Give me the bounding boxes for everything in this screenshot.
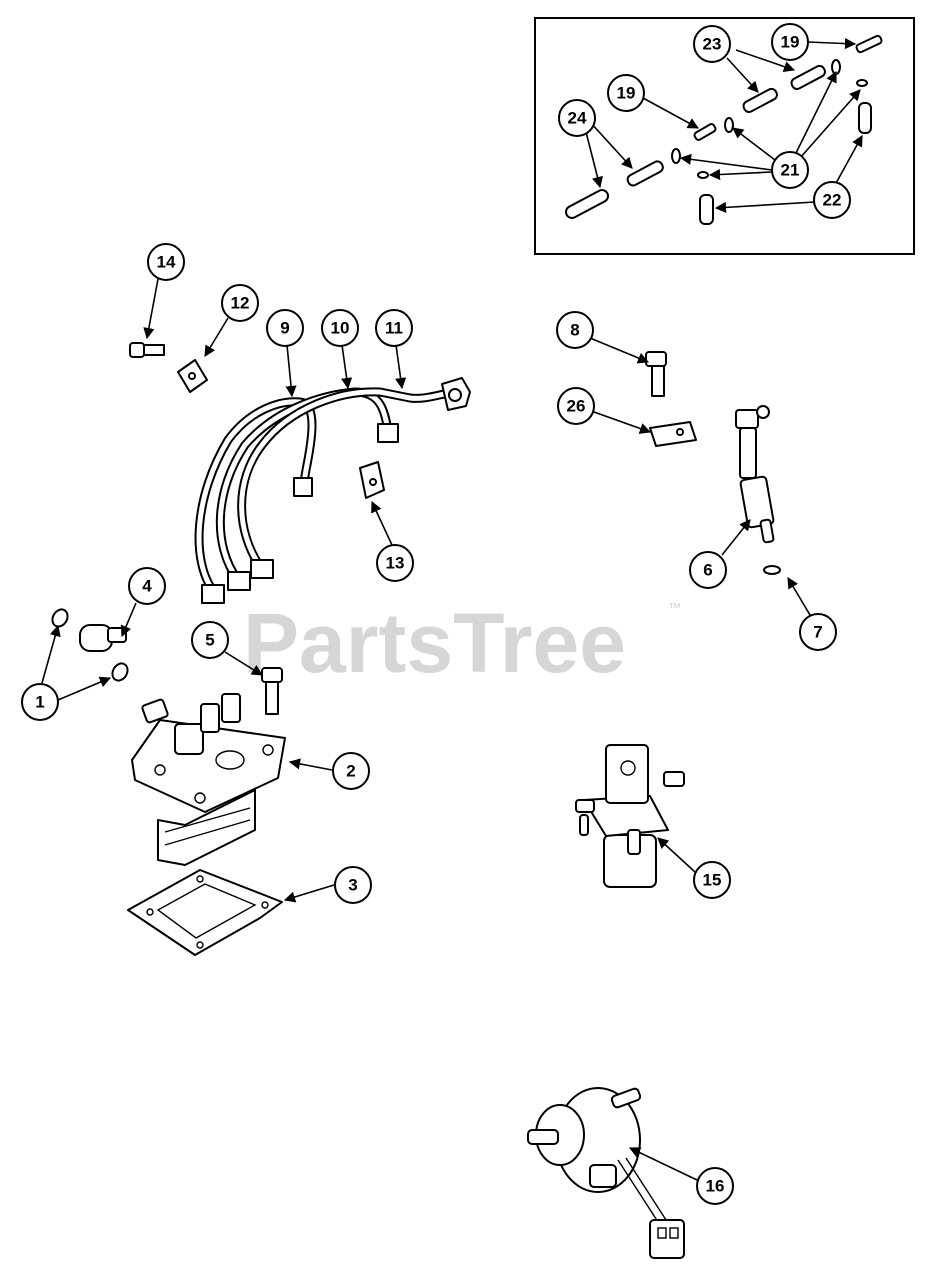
callout-6-label: 6 — [703, 561, 712, 580]
callout-2-label: 2 — [346, 762, 355, 781]
callout-1-label: 1 — [35, 693, 44, 712]
callout-12[interactable]: 12 — [221, 284, 259, 322]
callout-14[interactable]: 14 — [147, 243, 185, 281]
hose-24 — [564, 160, 664, 219]
washer-1 — [51, 608, 129, 682]
callout-12-label: 12 — [231, 294, 250, 313]
clamp-12 — [177, 359, 208, 393]
callout-16-label: 16 — [706, 1177, 725, 1196]
fitting-4 — [79, 624, 127, 652]
fitting-19 — [693, 34, 883, 141]
callout-21[interactable]: 21 — [771, 151, 809, 189]
inset-frame — [534, 17, 915, 255]
callout-6[interactable]: 6 — [689, 551, 727, 589]
callout-13-label: 13 — [386, 554, 405, 573]
washer-7 — [763, 565, 781, 575]
bolt-5 — [261, 667, 283, 715]
callout-15-label: 15 — [703, 871, 722, 890]
callout-8[interactable]: 8 — [556, 311, 594, 349]
callout-1[interactable]: 1 — [21, 683, 59, 721]
hose-22 — [699, 102, 872, 225]
callout-2[interactable]: 2 — [332, 752, 370, 790]
callout-10-label: 10 — [331, 319, 350, 338]
callout-11-label: 11 — [385, 319, 403, 338]
bolt-8 — [645, 351, 667, 397]
callout-7-label: 7 — [813, 623, 822, 642]
callout-7[interactable]: 7 — [799, 613, 837, 651]
callout-24-label: 24 — [568, 109, 587, 128]
callout-15[interactable]: 15 — [693, 861, 731, 899]
callout-19-mid-label: 19 — [617, 84, 636, 103]
callout-24[interactable]: 24 — [558, 99, 596, 137]
callout-23[interactable]: 23 — [693, 25, 731, 63]
callout-3[interactable]: 3 — [334, 866, 372, 904]
callout-22[interactable]: 22 — [813, 181, 851, 219]
callout-19-top[interactable]: 19 — [771, 23, 809, 61]
callout-4-label: 4 — [142, 577, 152, 596]
callout-9-label: 9 — [280, 319, 289, 338]
callout-23-label: 23 — [703, 35, 722, 54]
callout-5[interactable]: 5 — [191, 621, 229, 659]
clamp-13 — [359, 461, 385, 499]
callout-22-label: 22 — [823, 191, 842, 210]
hose-23 — [742, 64, 826, 113]
callout-16[interactable]: 16 — [696, 1167, 734, 1205]
callout-11[interactable]: 11 — [375, 309, 413, 347]
callout-10[interactable]: 10 — [321, 309, 359, 347]
fuel-pump-16 — [527, 1087, 685, 1259]
injection-pump-2 — [131, 693, 286, 866]
watermark: PartsTree — [243, 596, 626, 690]
callout-26[interactable]: 26 — [557, 387, 595, 425]
bolt-14 — [129, 342, 165, 358]
callout-26-label: 26 — [567, 397, 586, 416]
callout-13[interactable]: 13 — [376, 544, 414, 582]
callout-19-mid[interactable]: 19 — [607, 74, 645, 112]
callout-8-label: 8 — [570, 321, 579, 340]
callout-21-label: 21 — [781, 161, 800, 180]
injection-pipes — [194, 377, 471, 604]
watermark-trademark: ™ — [668, 600, 681, 615]
injector-6 — [735, 405, 775, 544]
fuel-filter-15 — [575, 744, 685, 888]
callout-9[interactable]: 9 — [266, 309, 304, 347]
callout-5-label: 5 — [205, 631, 214, 650]
callout-3-label: 3 — [348, 876, 357, 895]
callout-14-label: 14 — [157, 253, 176, 272]
callout-19-top-label: 19 — [781, 33, 800, 52]
callout-4[interactable]: 4 — [128, 567, 166, 605]
clamp-21 — [671, 59, 868, 179]
clamp-26 — [649, 421, 697, 447]
gasket-3 — [127, 869, 283, 956]
